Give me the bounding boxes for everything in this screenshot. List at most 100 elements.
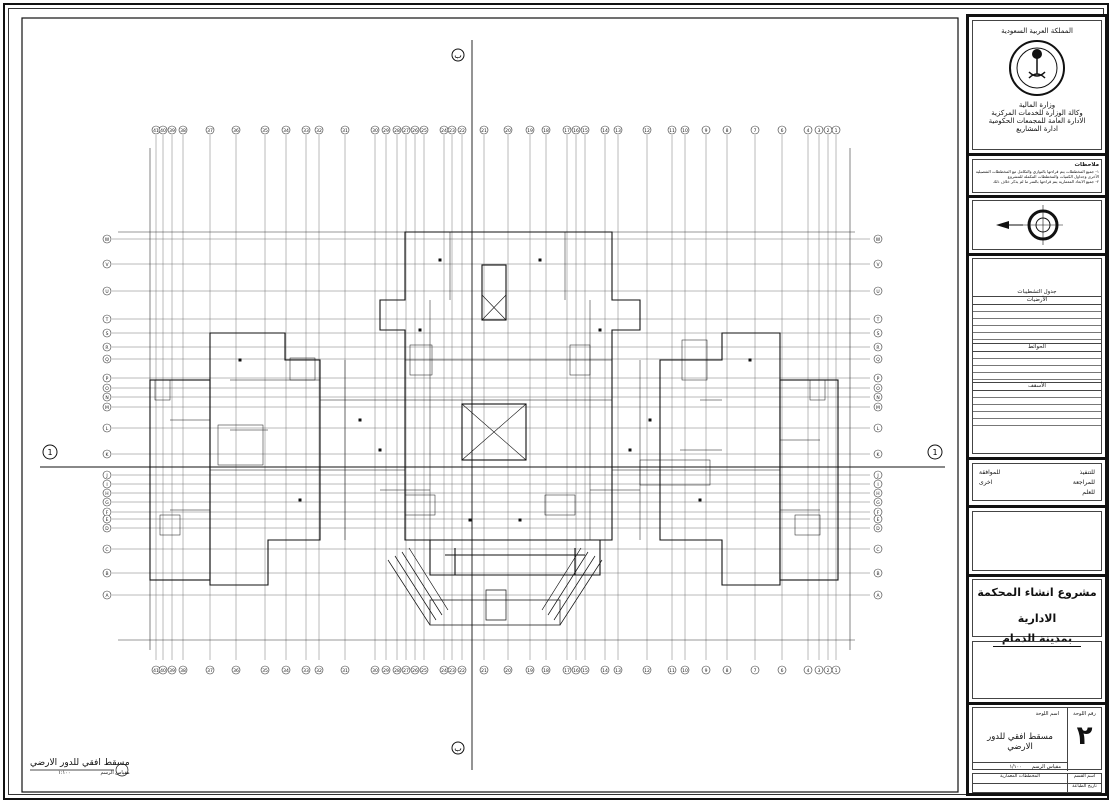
divider bbox=[969, 457, 1105, 460]
ministry-name: وزارة المالية bbox=[1018, 101, 1056, 109]
grid-row-bubble-right: O bbox=[873, 383, 883, 393]
grid-column-bubble-top: 14 bbox=[600, 125, 610, 135]
sheet-name-label: اسم اللوحة bbox=[1035, 711, 1059, 717]
grid-row-bubble-right-label: V bbox=[876, 262, 880, 268]
grid-column-bubble-top: 15 bbox=[580, 125, 590, 135]
grid-column-bubble-top: 28 bbox=[392, 125, 402, 135]
grid-row-bubble-left-label: G bbox=[105, 500, 109, 506]
authority-panel: المملكة العربية السعودية وزارة المالية و… bbox=[972, 20, 1102, 150]
grid-column-bubble-bottom: 37 bbox=[205, 665, 215, 675]
grid-column-bubble-bottom-label: 22 bbox=[459, 668, 465, 674]
grid-row-bubble-right-label: I bbox=[877, 482, 878, 488]
grid-column-bubble-bottom-label: 32 bbox=[316, 668, 322, 674]
grid-row-bubble-left-label: V bbox=[105, 262, 109, 268]
grid-row-bubble-left-label: T bbox=[105, 317, 109, 323]
central-block-wall bbox=[379, 231, 641, 541]
grid-column-bubble-bottom-label: 6 bbox=[781, 668, 784, 674]
grid-column-bubble-bottom-label: 17 bbox=[564, 668, 570, 674]
grid-column-bubble-bottom: 15 bbox=[580, 665, 590, 675]
caption-scale-label: مقياس الرسم bbox=[100, 770, 130, 776]
section-marker-left[interactable]: 1 bbox=[42, 444, 58, 460]
grid-row-bubble-right: A bbox=[873, 590, 883, 600]
grid-column-bubble-bottom-label: 35 bbox=[262, 668, 268, 674]
grid-row-bubble-left-label: Q bbox=[105, 357, 109, 363]
grid-column-bubble-top-label: 17 bbox=[564, 128, 570, 134]
grid-column-bubble-top: 4 bbox=[803, 125, 813, 135]
legend-floors-rows bbox=[973, 305, 1101, 344]
grid-row-bubble-left-label: I bbox=[106, 482, 107, 488]
grid-row-bubble-left-label: S bbox=[106, 331, 109, 337]
sheet-border bbox=[3, 3, 1109, 800]
structural-column bbox=[518, 518, 522, 522]
grid-column-bubble-bottom: 7 bbox=[750, 665, 760, 675]
grid-column-bubble-top-label: 36 bbox=[233, 128, 239, 134]
grid-row-bubble-right: D bbox=[873, 523, 883, 533]
grid-row-bubble-right: Q bbox=[873, 354, 883, 364]
grid-column-bubble-top: 6 bbox=[777, 125, 787, 135]
option-other[interactable]: اخرى bbox=[979, 479, 993, 486]
grid-column-bubble-top-label: 6 bbox=[781, 128, 784, 134]
structural-column bbox=[418, 328, 422, 332]
grid-column-bubble-bottom-label: 13 bbox=[615, 668, 621, 674]
grid-column-bubble-bottom-label: 37 bbox=[207, 668, 213, 674]
project-name-panel: مشروع انشاء المحكمة الادارية بمدينة الدم… bbox=[972, 579, 1102, 647]
grid-column-bubble-top-label: 25 bbox=[421, 128, 427, 134]
building-outline bbox=[149, 231, 839, 626]
grid-row-bubble-left-label: P bbox=[106, 376, 109, 382]
grid-column-bubble-bottom: 10 bbox=[680, 665, 690, 675]
grid-row-bubble-right-label: O bbox=[876, 386, 880, 392]
grid-row-bubble-left: O bbox=[102, 383, 112, 393]
grid-row-bubble-right: K bbox=[873, 449, 883, 459]
grid-column-bubble-bottom: 27 bbox=[401, 665, 411, 675]
entrance-stairs-right bbox=[541, 547, 603, 626]
grid-column-bubble-bottom: 11 bbox=[667, 665, 677, 675]
grid-column-bubble-top-label: 29 bbox=[383, 128, 389, 134]
grid-row-bubble-left-label: C bbox=[105, 547, 108, 553]
structural-column bbox=[628, 448, 632, 452]
section-marker-right[interactable]: 1 bbox=[927, 444, 943, 460]
structural-column bbox=[298, 498, 302, 502]
discipline-label: اسم القسم bbox=[1067, 774, 1101, 783]
north-arrow-panel bbox=[972, 200, 1102, 250]
grid-column-bubble-top-label: 11 bbox=[669, 128, 675, 134]
grid-column-bubble-top: 29 bbox=[381, 125, 391, 135]
divider bbox=[969, 702, 1105, 705]
grid-column-bubble-bottom: 18 bbox=[541, 665, 551, 675]
grid-column-bubble-top: 11 bbox=[667, 125, 677, 135]
grid-row-bubble-left: U bbox=[102, 286, 112, 296]
structural-column bbox=[538, 258, 542, 262]
grid-row-bubble-right-label: Q bbox=[876, 357, 880, 363]
section-marker-top[interactable]: ب bbox=[451, 48, 465, 62]
grid-row-bubble-right: V bbox=[873, 259, 883, 269]
grid-column-bubble-bottom-label: 38 bbox=[180, 668, 186, 674]
grid-column-bubble-bottom: 28 bbox=[392, 665, 402, 675]
grid-row-bubble-right-label: D bbox=[876, 526, 880, 532]
option-for-info[interactable]: للعلم bbox=[1082, 489, 1095, 496]
grid-column-bubble-top-label: 22 bbox=[459, 128, 465, 134]
grid-row-bubble-right: S bbox=[873, 328, 883, 338]
grid-column-bubble-top: 33 bbox=[301, 125, 311, 135]
grid-row-bubble-right-label: M bbox=[876, 405, 880, 411]
grid-column-bubble-bottom: 8 bbox=[722, 665, 732, 675]
option-for-execution[interactable]: للتنفيذ bbox=[1079, 469, 1095, 476]
grid-column-bubble-bottom: 14 bbox=[600, 665, 610, 675]
scale-label: مقياس الرسم bbox=[1031, 764, 1061, 770]
option-for-approval[interactable]: للموافقة bbox=[979, 469, 1001, 476]
option-for-review[interactable]: للمراجعة bbox=[1072, 479, 1095, 486]
section-marker-bottom[interactable]: ب bbox=[451, 741, 465, 755]
grid-column-bubble-bottom: 33 bbox=[301, 665, 311, 675]
grid-column-bubble-top-label: 15 bbox=[582, 128, 588, 134]
grid-column-bubble-top: 10 bbox=[680, 125, 690, 135]
notes-panel: ملاحظات ١- جميع المخططات يتم قراءتها بال… bbox=[972, 159, 1102, 193]
grid-row-bubble-left: G bbox=[102, 497, 112, 507]
divider bbox=[969, 195, 1105, 198]
grid-row-bubble-right-label: S bbox=[877, 331, 880, 337]
grid-column-bubble-top-label: 19 bbox=[527, 128, 533, 134]
grid-column-bubble-top: 9 bbox=[701, 125, 711, 135]
grid-column-bubble-top-label: 37 bbox=[207, 128, 213, 134]
drawing-caption: مسقط افقي للدور الارضي مقياس الرسم ١:١٠٠ bbox=[30, 758, 130, 776]
grid-row-bubble-right-label: C bbox=[876, 547, 879, 553]
print-date-row: تاريخ الطباعة bbox=[973, 784, 1101, 793]
grid-column-bubble-top-label: 31 bbox=[342, 128, 348, 134]
grid-column-bubble-top-label: 7 bbox=[754, 128, 757, 134]
